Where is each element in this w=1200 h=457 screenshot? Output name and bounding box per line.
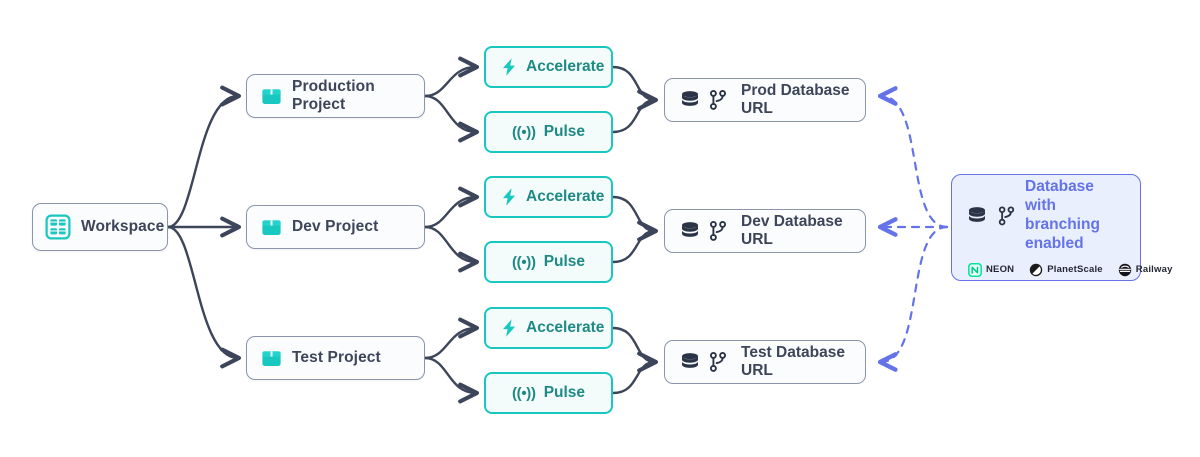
workspace-grid-icon [45, 214, 71, 240]
planetscale-logo-icon [1029, 263, 1043, 277]
provider-logo-row: NEON PlanetScale [952, 254, 1172, 277]
panel-to-dburl-dashed-arrows [877, 86, 949, 372]
service-label: Pulse [543, 123, 586, 140]
provider-name: NEON [986, 264, 1015, 276]
lightning-bolt-icon [500, 187, 518, 207]
project-node-test[interactable]: Test Project [246, 336, 425, 380]
service-node-pulse-test[interactable]: ((•)) Pulse [484, 372, 613, 414]
database-icon [679, 351, 701, 373]
service-label: Accelerate [526, 319, 605, 336]
database-icon [679, 89, 701, 111]
service-label: Pulse [543, 384, 586, 401]
provider-name: PlanetScale [1047, 264, 1103, 276]
branching-callout-panel: Database with branching enabled NEON [951, 174, 1172, 281]
provider-name: Railway [1135, 264, 1173, 276]
service-node-pulse-dev[interactable]: ((•)) Pulse [484, 241, 613, 283]
service-node-pulse-production[interactable]: ((•)) Pulse [484, 111, 613, 153]
panel-header: Database with branching enabled [952, 178, 1140, 254]
pulse-signal-icon: ((•)) [511, 384, 536, 402]
provider-planetscale: PlanetScale [1029, 263, 1103, 277]
panel-title: Database with branching enabled [1025, 178, 1126, 254]
workspace-node[interactable]: Workspace [32, 203, 168, 251]
database-url-node-dev[interactable]: Dev Database URL [664, 209, 866, 253]
project-box-icon [261, 348, 282, 369]
panel-title-line2: branching enabled [1025, 216, 1100, 252]
workspace-to-projects-arrows [166, 85, 242, 369]
workspace-label: Workspace [81, 218, 165, 235]
service-node-accelerate-test[interactable]: Accelerate [484, 307, 613, 349]
service-node-accelerate-production[interactable]: Accelerate [484, 46, 613, 88]
panel-title-line1: Database with [1025, 178, 1094, 215]
lightning-bolt-icon [500, 57, 518, 77]
git-branch-icon [997, 205, 1016, 227]
pulse-signal-icon: ((•)) [511, 253, 536, 271]
git-branch-icon [708, 351, 728, 373]
database-url-label: Test Database URL [741, 344, 845, 379]
pulse-signal-icon: ((•)) [511, 123, 536, 141]
provider-neon: NEON [968, 262, 1015, 277]
project-label: Production Project [292, 78, 375, 113]
database-url-label: Prod Database URL [741, 82, 850, 117]
service-label: Accelerate [526, 58, 605, 75]
service-label: Accelerate [526, 188, 605, 205]
railway-logo-icon [1118, 263, 1132, 277]
project-node-production[interactable]: Production Project [246, 74, 425, 118]
git-branch-icon [708, 89, 728, 111]
project-box-icon [261, 86, 282, 107]
database-url-label: Dev Database URL [741, 213, 843, 248]
service-node-accelerate-dev[interactable]: Accelerate [484, 176, 613, 218]
project-label: Test Project [292, 349, 381, 366]
project-node-dev[interactable]: Dev Project [246, 205, 425, 249]
service-to-dburl-arrows [611, 65, 658, 395]
git-branch-icon [708, 220, 728, 242]
database-url-node-test[interactable]: Test Database URL [664, 340, 866, 384]
database-url-node-prod[interactable]: Prod Database URL [664, 78, 866, 122]
service-label: Pulse [543, 253, 586, 270]
project-box-icon [261, 217, 282, 238]
lightning-bolt-icon [500, 318, 518, 338]
provider-railway: Railway [1118, 263, 1173, 277]
neon-logo-icon [968, 262, 982, 277]
database-icon [966, 205, 988, 227]
project-label: Dev Project [292, 218, 379, 235]
database-icon [679, 220, 701, 242]
project-to-service-arrows [423, 56, 479, 404]
